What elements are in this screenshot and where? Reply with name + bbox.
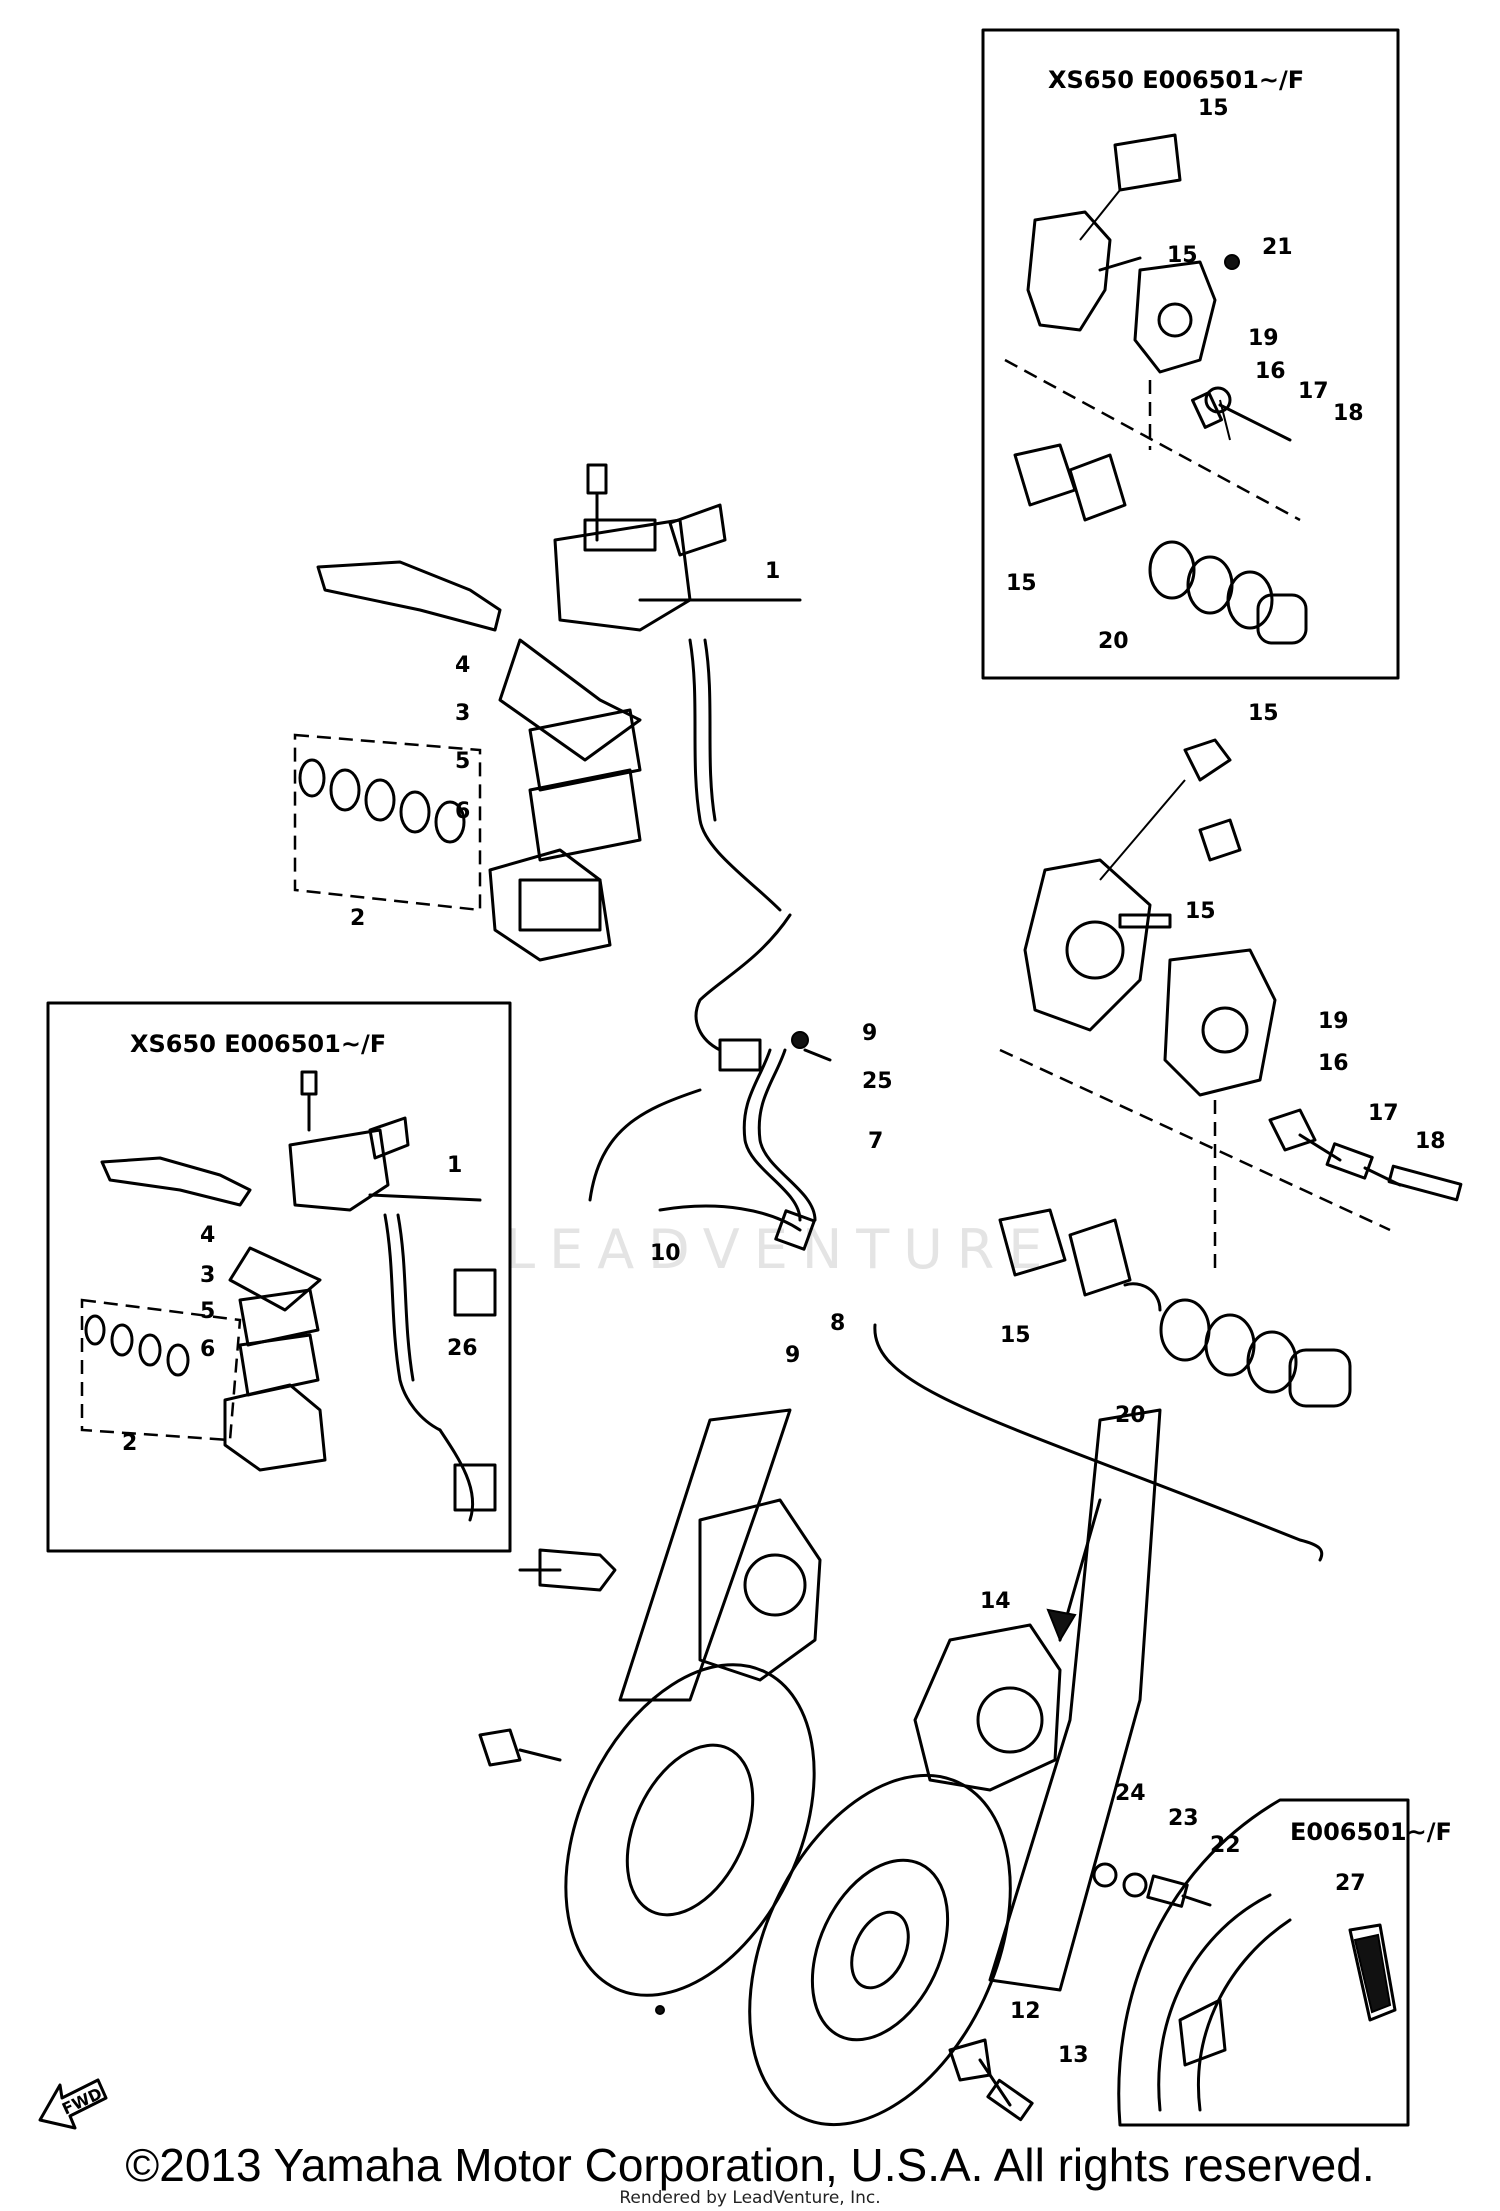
part-label-15: 15 [1248,701,1279,726]
part-label-20: 20 [1098,629,1129,654]
part-label-2: 2 [350,906,365,931]
inset-bottom-right: E006501~/F 27 [1117,1798,1452,2127]
part-label-7: 7 [868,1129,883,1154]
inset-left-title: XS650 E006501~/F [130,1030,386,1058]
part-label-22: 22 [1210,1833,1241,1858]
inset-top-right-title: XS650 E006501~/F [1048,66,1304,94]
watermark: LEADVENTURE [505,1218,1056,1281]
part-label-2: 2 [122,1431,137,1456]
axle-fasteners: 24 23 22 [1092,1781,1241,1908]
brake-lines: 9 25 7 10 8 9 [588,638,893,1368]
part-label-18: 18 [1415,1129,1446,1154]
part-label-15: 15 [1198,96,1229,121]
fork-and-caliper: 14 [478,1408,1162,1992]
part-label-25: 25 [862,1069,893,1094]
part-label-9: 9 [862,1021,877,1046]
part-label-6: 6 [455,799,470,824]
part-label-6: 6 [200,1337,215,1362]
part-label-19: 19 [1318,1009,1349,1034]
part-label-21: 21 [1262,235,1293,260]
part-label-5: 5 [200,1299,215,1324]
part-label-15: 15 [1185,899,1216,924]
part-label-13: 13 [1058,2043,1089,2068]
part-label-26: 26 [447,1336,478,1361]
part-label-17: 17 [1298,379,1329,404]
part-label-24: 24 [1115,1781,1146,1806]
part-label-12: 12 [1010,1999,1041,2024]
part-label-18: 18 [1333,401,1364,426]
inset-top-right: XS650 E006501~/F 15 15 21 19 16 17 18 15… [981,28,1400,680]
caliper-right: 15 15 19 16 17 18 15 20 [873,701,1463,1643]
part-label-27: 27 [1335,1871,1366,1896]
part-label-8: 8 [830,1311,845,1336]
part-label-15: 15 [1006,571,1037,596]
part-label-16: 16 [1255,359,1286,384]
part-label-3: 3 [455,701,470,726]
part-label-1: 1 [765,559,780,584]
part-label-19: 19 [1248,326,1279,351]
part-label-23: 23 [1168,1806,1199,1831]
copyright-notice: ©2013 Yamaha Motor Corporation, U.S.A. A… [125,2139,1375,2191]
fwd-arrow: FWD [38,2078,108,2130]
part-label-10: 10 [650,1241,681,1266]
rendered-by-notice: Rendered by LeadVenture, Inc. [619,2188,881,2208]
part-label-15: 15 [1167,243,1198,268]
part-label-1: 1 [447,1153,462,1178]
part-label-9: 9 [785,1343,800,1368]
part-label-17: 17 [1368,1101,1399,1126]
part-label-5: 5 [455,749,470,774]
part-label-14: 14 [980,1589,1011,1614]
part-label-4: 4 [455,653,470,678]
part-label-3: 3 [200,1263,215,1288]
part-label-16: 16 [1318,1051,1349,1076]
part-label-4: 4 [200,1223,215,1248]
inset-left: XS650 E006501~/F 1 4 3 5 6 26 2 [46,1001,512,1553]
inset-bottom-right-title: E006501~/F [1290,1818,1452,1846]
master-cylinder: 1 4 3 5 6 2 [293,463,802,962]
part-label-15: 15 [1000,1323,1031,1348]
brake-discs: 12 13 [564,1663,1089,2127]
